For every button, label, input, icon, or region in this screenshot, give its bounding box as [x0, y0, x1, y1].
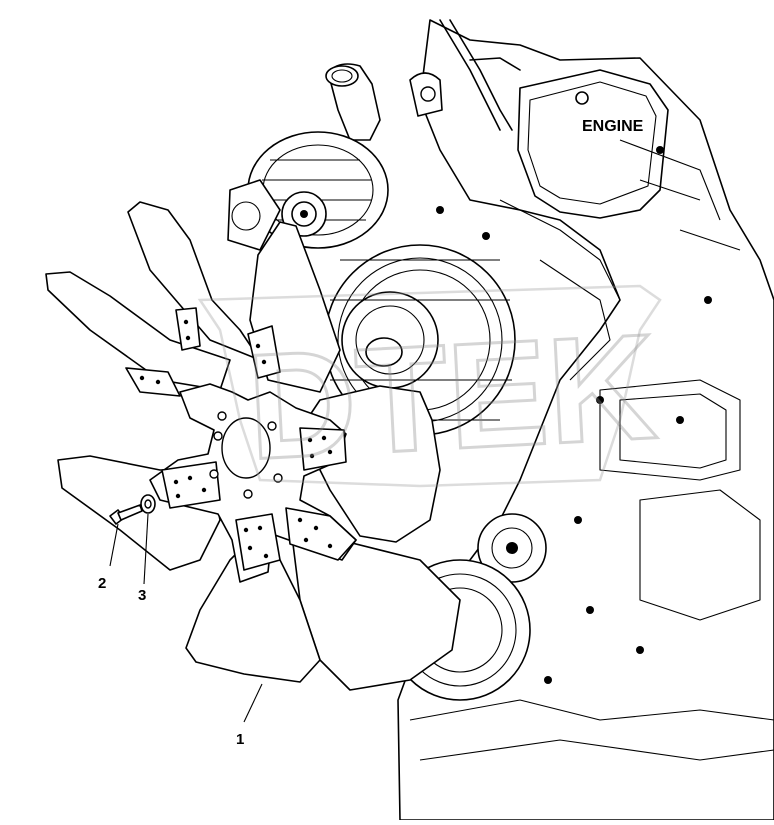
fan-bore	[221, 417, 271, 479]
leader-line-1	[243, 683, 263, 723]
fan-bolt	[109, 504, 143, 525]
cooling-fan	[45, 201, 461, 691]
alternator	[227, 131, 389, 251]
watermark: DTEK	[197, 284, 662, 492]
fan-blade	[45, 271, 231, 391]
crank-pulley	[324, 244, 516, 436]
callout-2: 2	[98, 575, 106, 592]
callout-3: 3	[138, 587, 146, 604]
engine-label: ENGINE	[582, 118, 644, 135]
fan-blade	[127, 201, 261, 361]
washer	[140, 494, 156, 514]
leader-line-2	[109, 523, 119, 567]
engine-block	[227, 19, 774, 821]
fan-blade	[185, 539, 321, 683]
leader-line-3	[143, 513, 149, 585]
watermark-text: DTEK	[244, 302, 661, 491]
callout-1: 1	[236, 731, 244, 748]
